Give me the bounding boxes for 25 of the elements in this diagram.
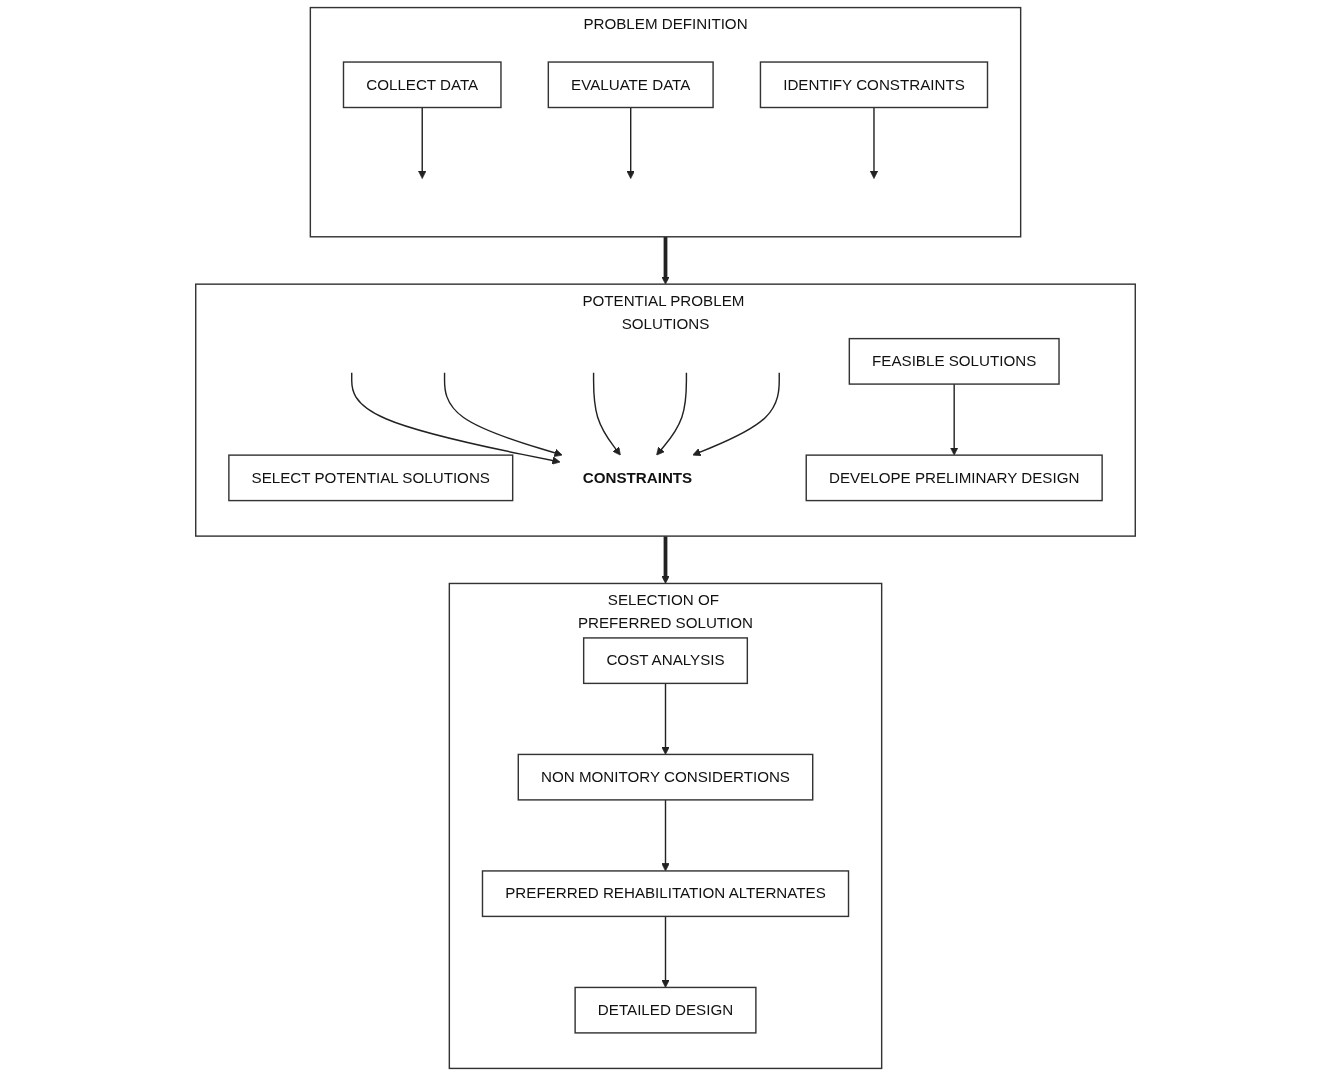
arrow <box>443 372 563 457</box>
node-text: CONSTRAINTS <box>582 469 693 486</box>
arrow <box>592 372 621 456</box>
arrow <box>692 372 780 457</box>
node-box: DEVELOPE PRELIMINARY DESIGN <box>805 454 1103 502</box>
arrow <box>661 536 670 584</box>
arrow <box>418 106 427 179</box>
node-box: SELECT POTENTIAL SOLUTIONS <box>228 454 514 502</box>
arrow <box>661 682 670 755</box>
arrow <box>661 236 670 285</box>
node-box: PREFERRED REHABILITATION ALTERNATES <box>481 870 850 918</box>
node-box: FEASIBLE SOLUTIONS <box>848 337 1060 385</box>
node-box: NON MONITORY CONSIDERTIONS <box>517 753 814 801</box>
node-box: COLLECT DATA <box>342 61 502 109</box>
node-box: DETAILED DESIGN <box>574 986 757 1034</box>
node-box: COST ANALYSIS <box>582 637 749 685</box>
arrow <box>661 799 670 872</box>
arrow <box>661 915 670 988</box>
arrow <box>626 106 635 179</box>
arrow <box>656 372 688 456</box>
arrow <box>869 106 879 179</box>
arrow <box>950 383 959 456</box>
node-box: EVALUATE DATA <box>547 61 714 109</box>
arrow <box>351 372 561 465</box>
node-box: IDENTIFY CONSTRAINTS <box>759 61 989 109</box>
